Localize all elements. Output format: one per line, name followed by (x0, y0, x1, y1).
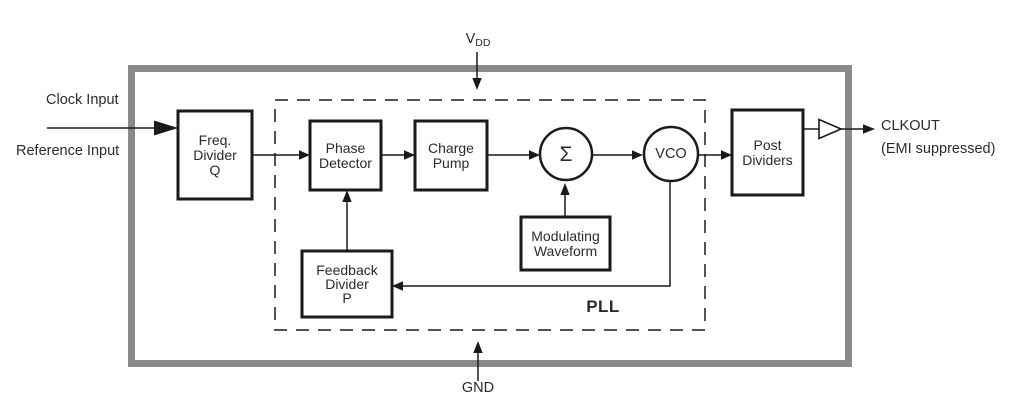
freq-divider-label: Freq. Divider Q (193, 131, 237, 178)
charge-pump-label: Charge Pump (428, 139, 474, 171)
charge-pump-block (413, 119, 489, 192)
vdd-subscript: DD (475, 37, 491, 49)
feedback-divider-block (300, 249, 394, 319)
phase-detector-label: Phase Detector (319, 139, 372, 171)
summing-node-circle (538, 126, 594, 182)
post-dividers-block (730, 108, 805, 197)
input-arrowhead (154, 120, 178, 136)
clkout-note-label: (EMI suppressed) (881, 141, 996, 157)
vco-label: VCO (655, 145, 687, 162)
clkout-label: CLKOUT (881, 118, 940, 134)
pd-to-cp-arrowhead (404, 150, 415, 160)
reference-input-label: Reference Input (16, 143, 120, 159)
feedback-divider-label: Feedback Divider P (316, 262, 378, 306)
function-blocks (176, 108, 805, 319)
gnd-label: GND (461, 380, 495, 396)
chip-outline (128, 65, 852, 367)
vco-to-fb-line (403, 182, 671, 287)
modulating-waveform-label: Modulating Waveform (531, 227, 600, 259)
vco-to-post-arrowhead (721, 150, 732, 160)
mw-to-sigma-arrowhead (560, 183, 570, 195)
post-dividers-label: Post Dividers (742, 136, 793, 168)
vdd-label: VDD (455, 32, 501, 51)
freq-divider-block (176, 109, 254, 201)
summing-node-label: Σ (559, 142, 573, 166)
sigma-to-vco-arrowhead (632, 150, 643, 160)
vdd-arrowhead (472, 78, 482, 90)
clock-input-label: Clock Input (46, 92, 119, 108)
arrowheads (154, 78, 875, 353)
vco-to-fb-arrowhead (392, 281, 403, 291)
pll-label: PLL (586, 297, 620, 316)
vdd-main-text: V (465, 31, 476, 47)
vco-circle (642, 125, 700, 183)
phase-detector-block (308, 119, 383, 192)
output-buffer-icon (818, 118, 844, 140)
gnd-arrowhead (473, 341, 483, 353)
connection-lines (47, 52, 864, 381)
clkout-arrowhead (863, 124, 875, 134)
cp-to-sigma-arrowhead (529, 150, 540, 160)
fd-to-pd-arrowhead (299, 150, 310, 160)
fb-to-pd-arrowhead (342, 190, 352, 202)
modulating-waveform-block (519, 215, 612, 272)
